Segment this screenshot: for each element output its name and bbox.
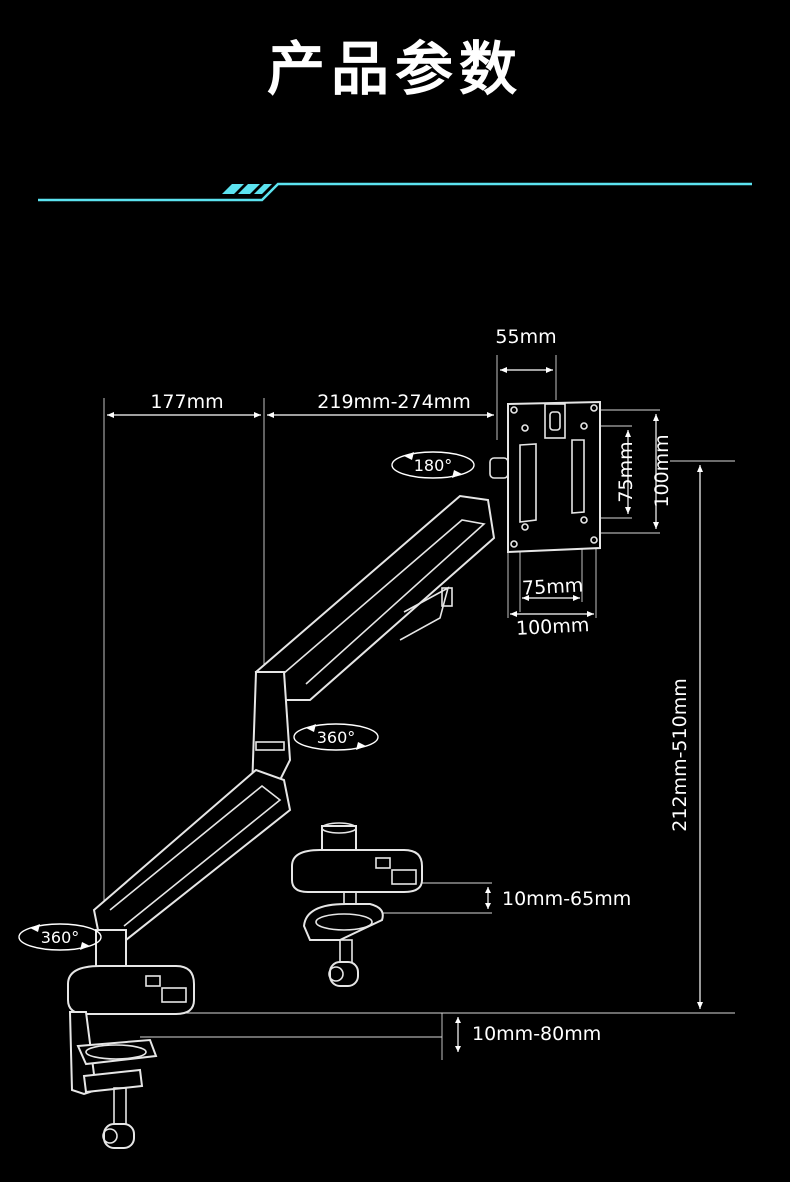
grommet-thickness-label: 10mm-65mm xyxy=(502,888,631,910)
lower-arm xyxy=(92,768,292,941)
grommet-thickness-dimension: 10mm-65mm xyxy=(485,887,631,910)
vesa-width-75-dimension: 75mm xyxy=(522,574,584,601)
arm-base xyxy=(67,929,195,1149)
vesa-height-75-dimension: 75mm xyxy=(615,430,637,514)
vesa-height-100-dimension: 100mm xyxy=(651,414,673,529)
clamp-thickness-label: 10mm-80mm xyxy=(472,1023,601,1045)
vesa-height-75-label: 75mm xyxy=(615,441,637,502)
vesa-depth-dimension: 55mm xyxy=(495,326,557,373)
mid-joint-rotation-badge: 360° xyxy=(293,723,379,751)
tilt-rotation-label: 180° xyxy=(414,456,453,475)
base-rotation-badge: 360° xyxy=(18,923,102,951)
vesa-width-75-label: 75mm xyxy=(522,574,584,599)
upper-arm xyxy=(254,494,496,701)
tilt-rotation-badge: 180° xyxy=(391,451,475,479)
vesa-depth-label: 55mm xyxy=(495,326,556,348)
header-accent-line xyxy=(38,182,752,202)
base-offset-dimension: 177mm xyxy=(107,391,261,418)
base-rotation-label: 360° xyxy=(41,928,80,947)
arm-reach-dimension: 219mm-274mm xyxy=(267,391,494,418)
arm-reach-label: 219mm-274mm xyxy=(317,391,470,413)
height-range-label: 212mm-510mm xyxy=(669,678,691,831)
vesa-plate xyxy=(489,400,601,554)
grommet-base xyxy=(291,822,423,987)
vesa-height-100-label: 100mm xyxy=(651,434,673,507)
vesa-width-100-dimension: 100mm xyxy=(510,611,594,640)
vesa-width-100-label: 100mm xyxy=(516,614,590,640)
mid-joint-rotation-label: 360° xyxy=(317,728,356,747)
height-range-dimension: 212mm-510mm xyxy=(669,465,703,1009)
base-offset-label: 177mm xyxy=(150,391,223,413)
clamp-thickness-dimension: 10mm-80mm xyxy=(455,1017,601,1052)
page-title: 产品参数 xyxy=(266,35,523,103)
